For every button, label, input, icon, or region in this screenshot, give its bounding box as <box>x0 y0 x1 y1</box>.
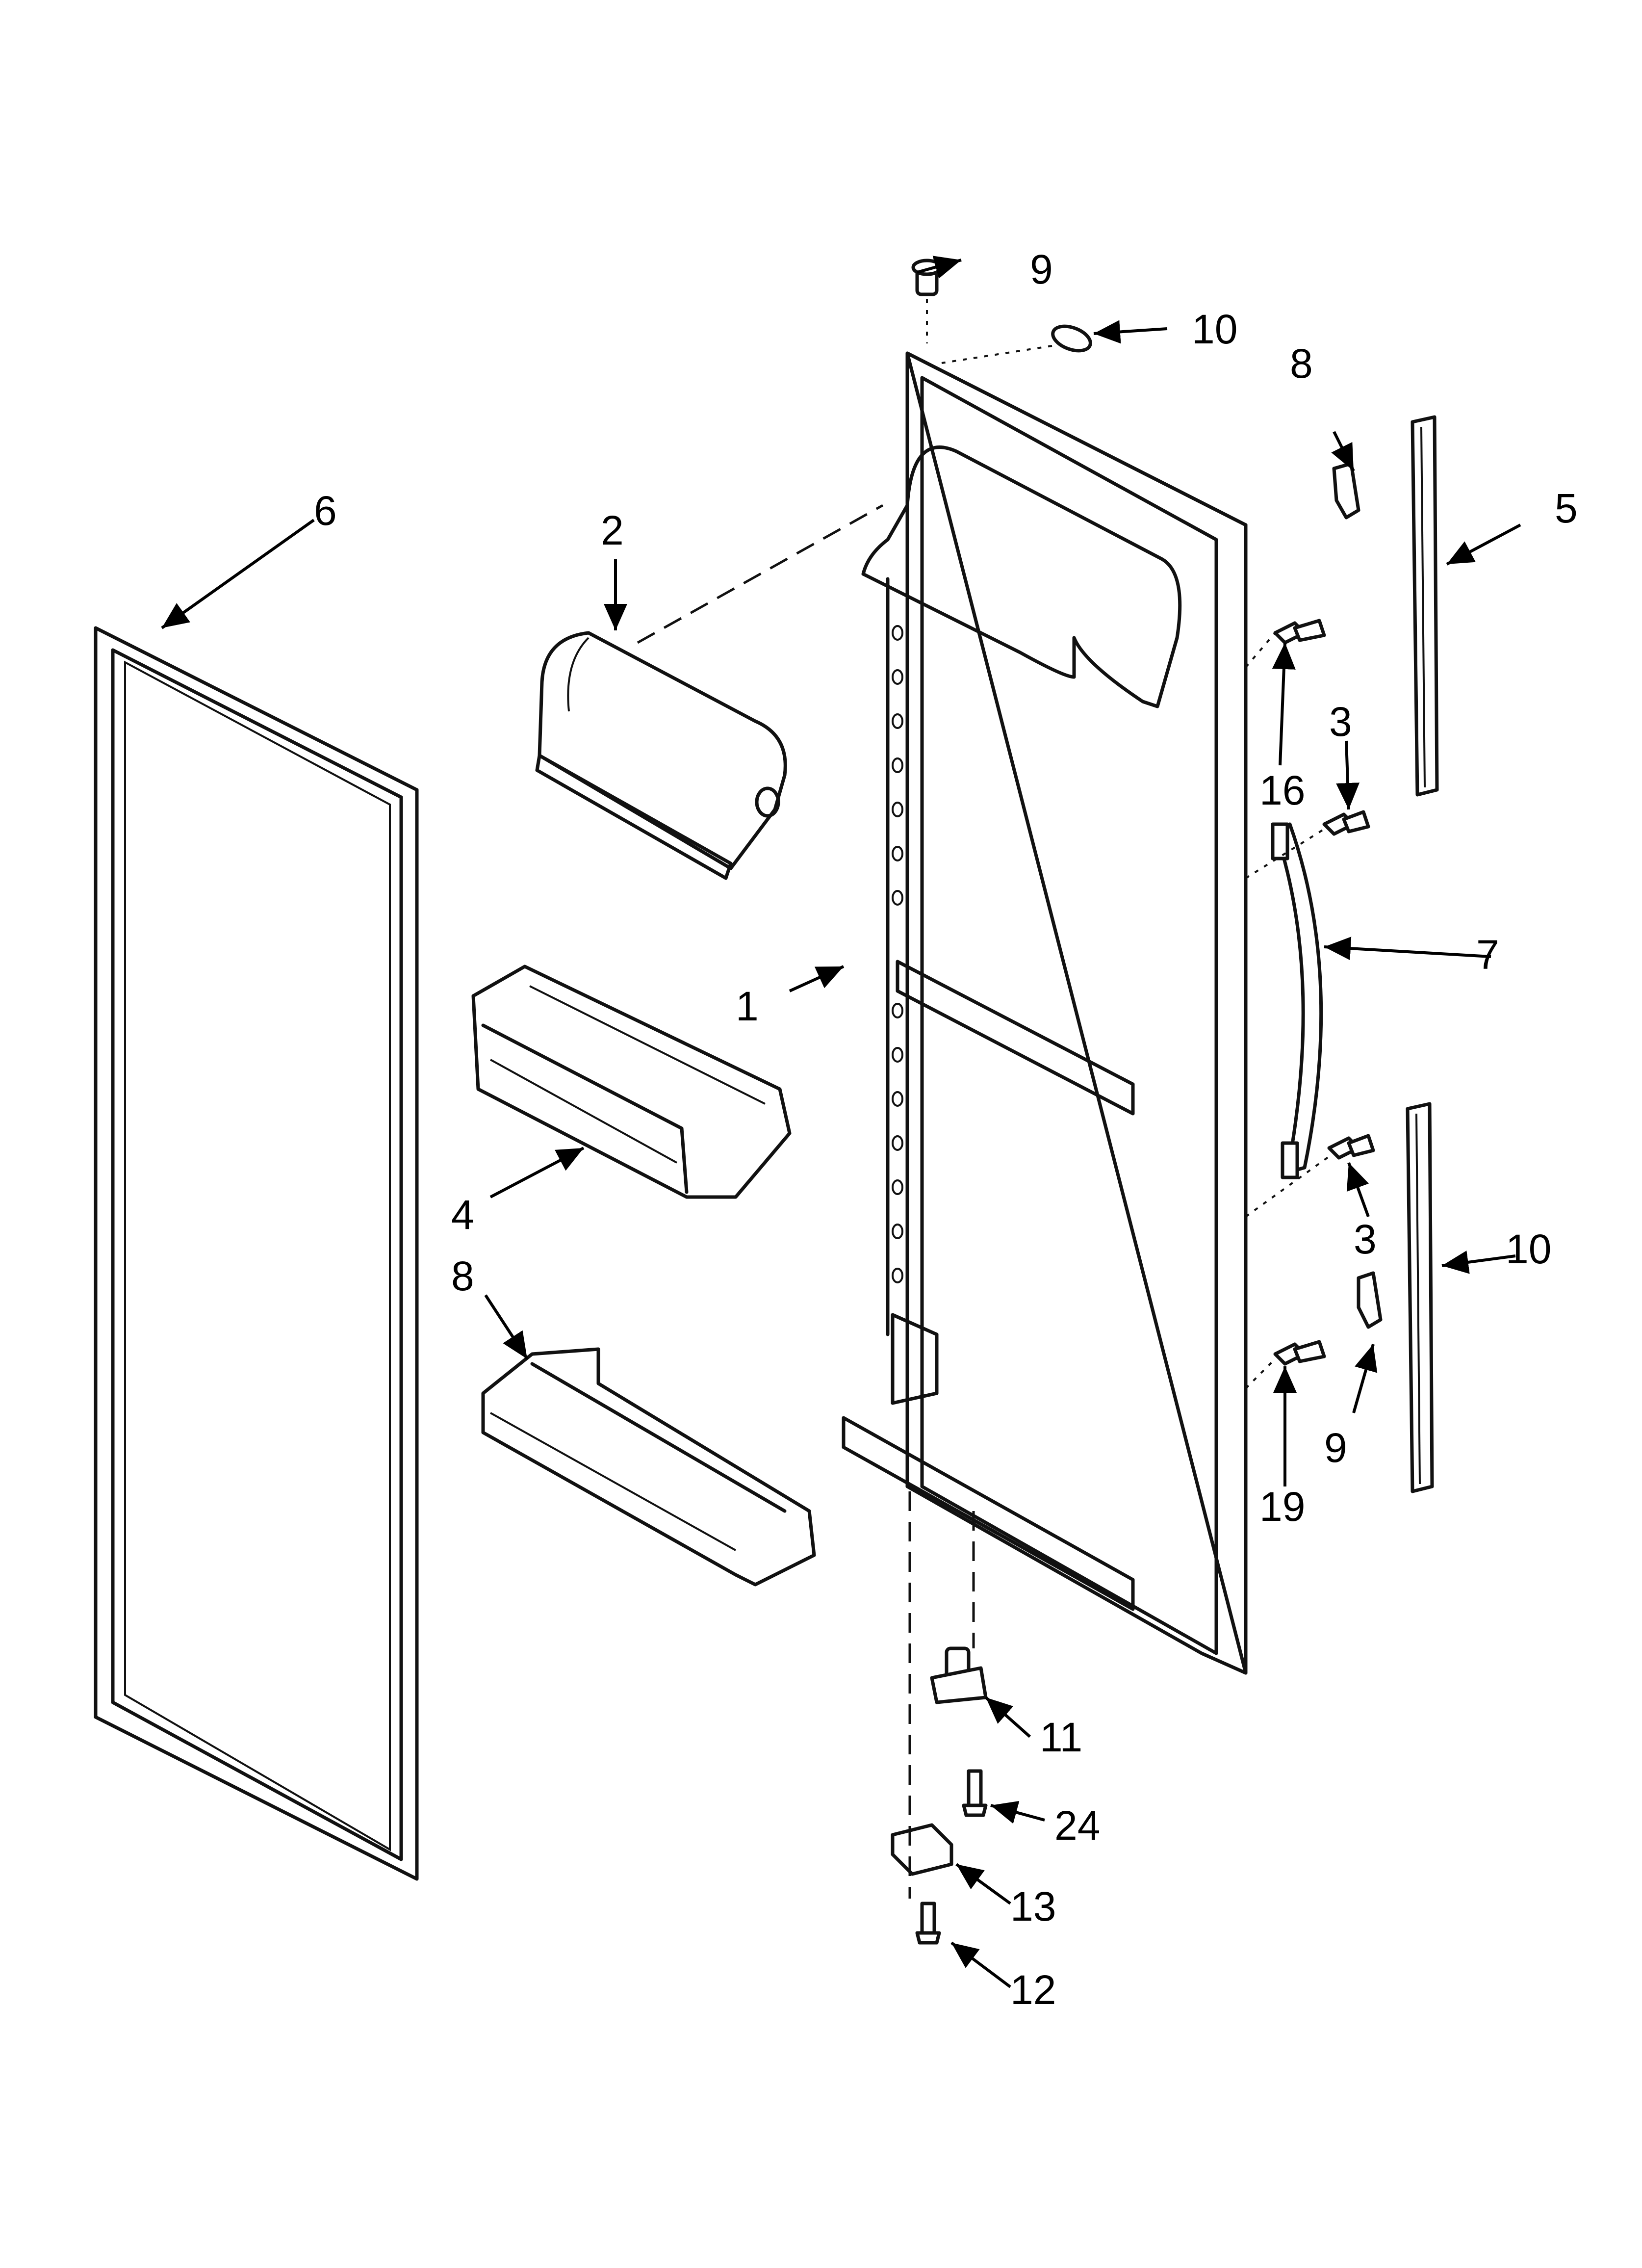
callout-14: 10 <box>1192 306 1237 352</box>
arrow-14 <box>1093 320 1168 344</box>
bracket-screw-part <box>915 1902 941 1945</box>
clip-part-lower <box>1357 1271 1383 1329</box>
callout-4: 4 <box>451 1192 474 1238</box>
arrow-5 <box>1446 523 1521 566</box>
arrow-13 <box>955 1863 1011 1905</box>
clip-part-upper <box>1332 462 1360 520</box>
arrow-3-lower <box>1346 1162 1370 1218</box>
hinge-screw-part <box>962 1769 988 1817</box>
callout-9-lower: 9 <box>1324 1425 1347 1471</box>
callout-2: 2 <box>601 507 624 553</box>
arrow-7 <box>1324 937 1491 961</box>
callout-6: 6 <box>314 488 337 534</box>
arrow-11 <box>985 1696 1031 1738</box>
callout-9-upper: 8 <box>1290 340 1313 387</box>
arrow-4 <box>489 1147 585 1199</box>
dairy-guide-line <box>637 504 884 644</box>
cap-part <box>1051 324 1092 353</box>
door-assembly-part <box>842 351 1248 1675</box>
callout-5: 5 <box>1555 485 1578 531</box>
arrow-9-lower <box>1352 1344 1378 1413</box>
callout-8: 8 <box>451 1253 474 1299</box>
door-gasket-part <box>94 626 419 1881</box>
callout-19-lower: 19 <box>1259 1484 1305 1530</box>
callout-12: 12 <box>1010 1967 1056 2013</box>
arrow-19-upper <box>1272 642 1296 766</box>
callout-10: 10 <box>1506 1226 1551 1272</box>
callout-7: 7 <box>1476 932 1499 978</box>
leader-arrows <box>161 256 1521 1988</box>
screw-part-19-upper <box>1273 619 1326 645</box>
callout-13: 13 <box>1010 1883 1056 1929</box>
arrow-6 <box>161 519 315 629</box>
top-trim-part <box>1411 415 1439 797</box>
hinge-bracket-part <box>891 1823 953 1876</box>
callout-16: 9 <box>1030 246 1053 292</box>
dairy-door-part <box>535 631 787 880</box>
callout-11: 11 <box>1040 1714 1082 1760</box>
callout-3-upper: 3 <box>1329 699 1352 745</box>
arrow-12 <box>950 1941 1011 1988</box>
shelf-bar-part <box>481 1347 816 1587</box>
arrow-1 <box>789 965 845 992</box>
callout-3-lower: 3 <box>1354 1216 1377 1262</box>
screw-part-3-lower <box>1327 1134 1375 1160</box>
door-bin-part <box>471 965 792 1199</box>
screw-part-19-lower <box>1273 1340 1326 1366</box>
screw-part-3-upper <box>1322 810 1370 836</box>
callout-19-upper: 16 <box>1259 767 1305 813</box>
callout-1: 1 <box>736 983 759 1029</box>
bottom-trim-part <box>1406 1102 1434 1493</box>
arrow-24 <box>990 1801 1045 1824</box>
arrow-16 <box>917 256 962 279</box>
arrow-3-upper <box>1336 740 1360 810</box>
callout-labels: 9 10 8 5 6 2 3 16 7 1 4 3 10 8 9 19 11 2… <box>314 246 1578 2013</box>
handle-part <box>1271 822 1323 1179</box>
arrow-9-upper <box>1331 431 1355 472</box>
callout-24: 24 <box>1054 1802 1100 1849</box>
cap-guide-line <box>941 345 1052 364</box>
hinge-guide-lines <box>908 1491 975 1899</box>
fastener-guide-lines <box>1245 632 1335 1389</box>
arrow-10 <box>1441 1251 1516 1274</box>
hinge-part <box>930 1646 988 1704</box>
arrow-8 <box>484 1294 529 1360</box>
